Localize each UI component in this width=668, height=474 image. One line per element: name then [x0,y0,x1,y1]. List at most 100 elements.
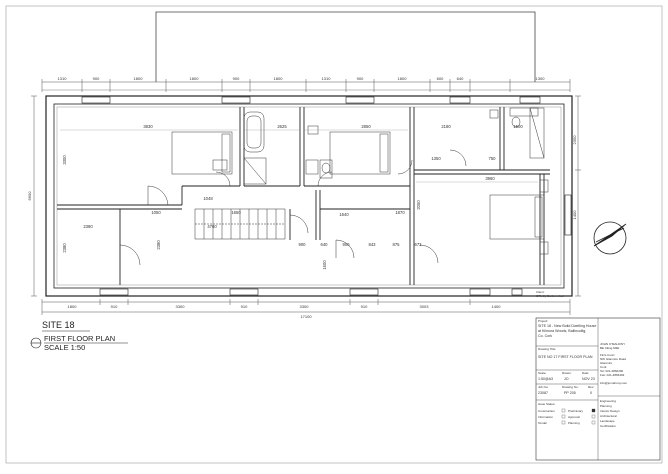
room-dim-d9: 640 [321,242,329,247]
room-dim-d12: 875 [393,242,401,247]
checkbox-icon [561,420,566,425]
north-arrow-icon [593,221,627,255]
bottom-dim-2: 910 [111,304,118,309]
status-row-2-a: Information [538,415,553,419]
room-dim-d11: 843 [369,242,377,247]
top-dim-9: 1800 [398,76,408,81]
right-dimensions: 2350 1400 [572,95,581,297]
architect-line-2: BE CEng MIEI [600,346,620,350]
address-line-5: Tel: 021-4866400 [600,369,624,373]
room-dim-d14: 2050 [416,200,421,210]
staircase [194,208,286,240]
checkbox-icon [561,408,566,413]
room-dim-d4: 1640 [339,212,349,217]
bottom-dim-4: 910 [241,304,248,309]
room-dimensions: 3830 3300 2625 2850 2180 1500 3960 4760 … [60,124,538,270]
architect-line-1: JOHN O'MAHONY [600,342,625,346]
status-label: Issue Status: [538,402,556,406]
beds [171,131,549,255]
room-dim-d1: 2380 [83,224,93,229]
bottom-dim-1: 1800 [68,304,78,309]
title-block: Project: SITE 18 - New Build Dwelling Ho… [535,317,661,461]
windows-bottom [99,288,523,296]
room-dim-d7: 900 [299,242,307,247]
bathroom-fixtures [212,107,545,185]
room-dim-d13: 673 [415,242,423,247]
left-overall-dim: 6600 [27,191,32,201]
top-dim-6: 1800 [274,76,284,81]
top-dim-11: 640 [457,76,464,81]
drawn-field-label: Drawn: [562,371,572,375]
drawn-field-value: JO [564,377,569,381]
drawing-title: SITE NO 17 FIRST FLOOR PLAN [538,355,593,359]
service-2: Planning [600,404,612,408]
client-label: Client: [536,290,545,294]
scale-field-value: 1:50@A3 [538,377,553,381]
top-dim-4: 1800 [190,76,200,81]
room-dim-bed1: 3830 [143,124,153,129]
address-line-3: Glanmire [600,361,613,365]
project-line-2: at Kilmora Woods, Ballincollig, [538,329,586,333]
status-row-3-a: Tender [538,421,547,425]
bottom-dimension-chain: 1800 910 3300 910 3300 910 3003 1400 171… [41,299,571,319]
room-dim-bed3: 3960 [485,176,495,181]
checkbox-icon [591,420,596,425]
bottom-dim-3: 3300 [176,304,186,309]
drawing-caption: SITE 18 FIRST FLOOR PLAN SCALE 1:50 [30,320,128,352]
checkbox-icon [561,414,566,419]
windows-top [81,96,541,104]
project-label: Project: [538,319,548,323]
scale-label: SCALE 1:50 [44,343,85,352]
rev-field-value: 0 [590,391,592,395]
overall-length-dim: 17100 [300,314,312,319]
top-dim-8: 900 [357,76,364,81]
room-dim-bed2: 2850 [361,124,371,129]
address-line-7: info@jomahony.com [600,381,628,385]
service-6: Certification [600,424,616,428]
status-row-1-a: Construction [538,409,555,413]
room-dim-d15: 750 [489,156,497,161]
right-dim-1: 2350 [572,135,577,145]
room-dim-d19: 1350 [431,156,441,161]
room-dim-d5: 1870 [395,210,405,215]
bottom-dim-6: 910 [361,304,368,309]
window-right [564,194,572,236]
address-line-4: Cork [600,365,607,369]
drawing-title-label: Drawing Title: [538,347,556,351]
room-dim-d18: 1050 [151,210,161,215]
top-dim-7: 1310 [322,76,332,81]
room-dim-d17: 1048 [203,196,213,201]
dwg-field-label: Drawing No: [562,385,579,389]
room-dim-d8: 900 [343,242,351,247]
top-dim-5: 900 [233,76,240,81]
plan-title: FIRST FLOOR PLAN [44,334,115,343]
address-line-6: Fax: 021-4866402 [600,373,625,377]
project-line-3: Co. Cork [538,334,552,338]
project-line-1: SITE 18 - New Build Dwelling House [538,324,596,328]
room-dim-bed1-depth: 3300 [62,155,67,165]
top-dimension-chain: 1310 900 1800 1800 900 1800 1310 900 180… [41,76,571,92]
top-dim-10: 600 [437,76,444,81]
top-dim-1: 1310 [58,76,68,81]
status-row-3-b: Planning [568,421,580,425]
client-name: O'Reilly Brothers Ltd [536,294,564,298]
service-1: Engineering [600,399,616,403]
room-dim-d6: 1600 [322,260,327,270]
room-dim-ensuite: 2180 [441,124,451,129]
scale-field-label: Scale: [538,371,547,375]
date-field-label: Date: [582,371,589,375]
bottom-dim-5: 3300 [300,304,310,309]
room-dim-landing: 4760 [207,224,217,229]
checkbox-checked-icon [591,408,596,413]
room-dim-wc: 1500 [513,124,523,129]
room-dim-d2: 2380 [62,243,67,253]
rev-field-label: Rev: [588,385,594,389]
bottom-dim-8: 1400 [492,304,502,309]
sheet-border [5,5,663,464]
address-line-2: NW Glanmire Road [600,357,626,361]
room-dim-d3: 1650 [231,210,241,215]
internal-walls [57,107,550,285]
service-3: Interior Design [600,409,620,413]
